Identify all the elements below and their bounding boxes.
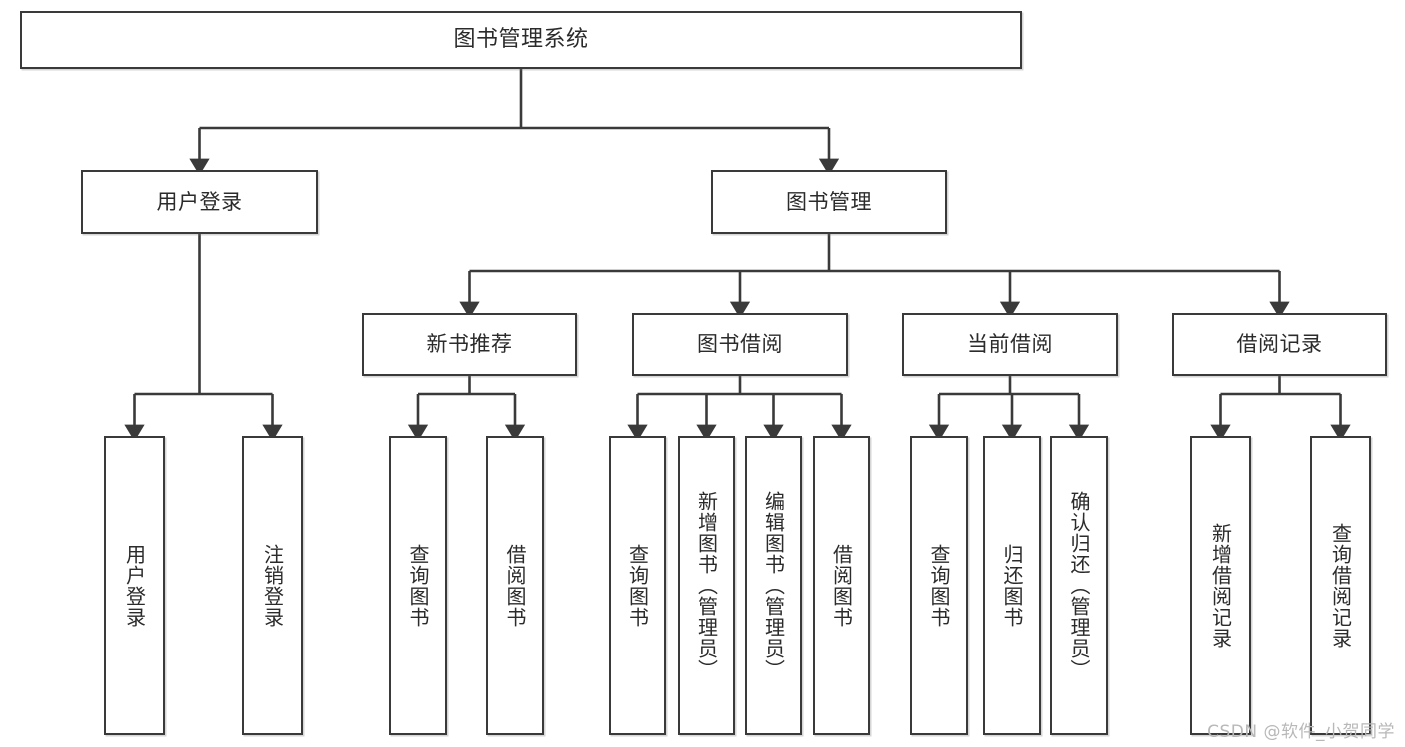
node-l-bo-edit[interactable]: 编辑图书（管理员）: [745, 436, 802, 735]
node-root[interactable]: 图书管理系统: [20, 11, 1022, 69]
node-l-re-query[interactable]: 查询借阅记录: [1310, 436, 1371, 735]
node-label: 编辑图书（管理员）: [761, 491, 786, 680]
node-label: 借阅图书: [503, 543, 527, 628]
node-label: 用户登录: [156, 189, 243, 214]
node-bookmgmt[interactable]: 图书管理: [711, 170, 947, 234]
node-l-cu-conf[interactable]: 确认归还（管理员）: [1050, 436, 1108, 735]
node-l-login[interactable]: 用户登录: [104, 436, 165, 735]
node-label: 借阅图书: [829, 543, 854, 628]
node-label: 归还图书: [1000, 543, 1024, 628]
node-l-cu-return[interactable]: 归还图书: [983, 436, 1041, 735]
node-label: 图书管理: [786, 189, 872, 214]
node-borrow[interactable]: 图书借阅: [632, 313, 848, 376]
watermark-label: CSDN @软件_小贺同学: [1207, 722, 1395, 742]
node-label: 新增借阅记录: [1208, 522, 1233, 649]
node-label: 查询图书: [406, 543, 430, 628]
node-l-cu-query[interactable]: 查询图书: [910, 436, 968, 735]
node-l-logout[interactable]: 注销登录: [242, 436, 303, 735]
node-label: 当前借阅: [967, 332, 1053, 357]
node-l-re-add[interactable]: 新增借阅记录: [1190, 436, 1251, 735]
node-current[interactable]: 当前借阅: [902, 313, 1118, 376]
node-label: 查询借阅记录: [1328, 522, 1353, 649]
node-label: 用户登录: [122, 543, 147, 628]
node-l-nb-borrow[interactable]: 借阅图书: [486, 436, 544, 735]
node-l-bo-query[interactable]: 查询图书: [609, 436, 666, 735]
node-label: 注销登录: [260, 543, 285, 628]
node-l-nb-query[interactable]: 查询图书: [389, 436, 447, 735]
node-newbook[interactable]: 新书推荐: [362, 313, 577, 376]
node-label: 查询图书: [625, 543, 650, 628]
node-label: 图书借阅: [697, 332, 783, 357]
node-label: 借阅记录: [1236, 332, 1323, 357]
node-label: 图书管理系统: [453, 27, 589, 53]
node-label: 新增图书（管理员）: [694, 491, 719, 680]
node-l-bo-lend[interactable]: 借阅图书: [813, 436, 870, 735]
node-login[interactable]: 用户登录: [81, 170, 318, 234]
node-label: 确认归还（管理员）: [1067, 491, 1091, 680]
node-records[interactable]: 借阅记录: [1172, 313, 1387, 376]
node-l-bo-add[interactable]: 新增图书（管理员）: [678, 436, 735, 735]
node-label: 查询图书: [927, 543, 951, 628]
node-label: 新书推荐: [426, 332, 513, 357]
